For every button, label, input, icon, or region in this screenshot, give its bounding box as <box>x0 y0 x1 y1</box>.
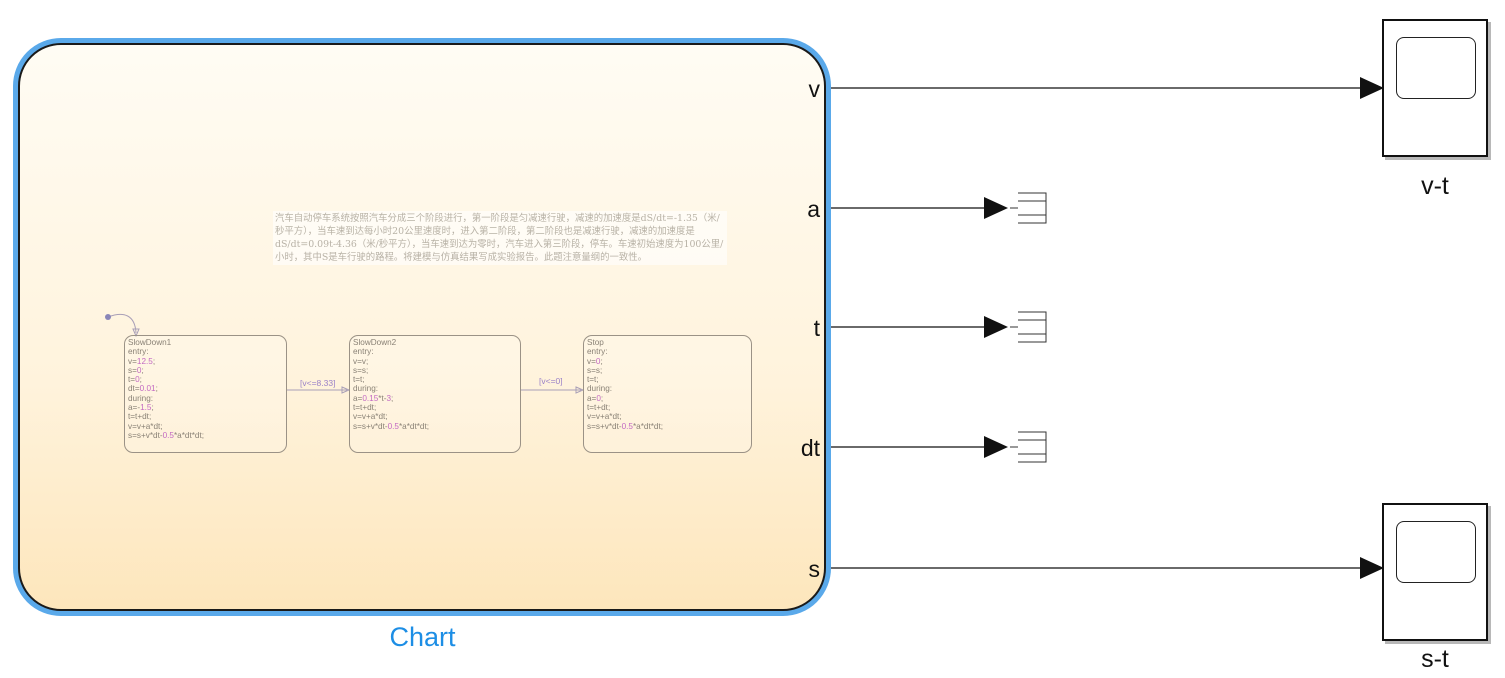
chart-block-title[interactable]: Chart <box>389 622 456 652</box>
state-name: Stop <box>587 338 604 347</box>
state-name: SlowDown2 <box>353 338 397 347</box>
arrow-a <box>984 197 1008 219</box>
state-action-line: entry: <box>128 347 149 357</box>
state-action-line: a=-1.5; <box>128 403 154 413</box>
state-action-line: s=s+v*dt-0.5*a*dt*dt; <box>128 430 205 440</box>
state-action-line: t=0; <box>128 375 142 385</box>
scope-screen-icon <box>1396 521 1476 583</box>
state-transitions <box>105 313 585 394</box>
terminator-dt[interactable] <box>1010 431 1047 463</box>
state-action-line: s=s; <box>353 365 369 375</box>
state-action-line: s=0; <box>128 365 144 375</box>
state-action-line: t=t; <box>353 375 365 385</box>
output-port-s[interactable]: s <box>808 556 821 582</box>
transition-label-1[interactable]: [v<=8.33] <box>300 378 336 388</box>
scope-vt-label[interactable]: v-t <box>1421 172 1449 200</box>
state-action-line: dt=0.01; <box>128 384 158 394</box>
state-action-line: a=0.15*t-3; <box>353 393 394 403</box>
scope-screen-icon <box>1396 37 1476 99</box>
state-action-line: entry: <box>353 347 374 357</box>
chart-block-body[interactable]: 汽车自动停车系统按照汽车分成三个阶段进行，第一阶段是匀减速行驶，减速的加速度是d… <box>18 43 826 611</box>
scope-st-label[interactable]: s-t <box>1421 645 1449 673</box>
scope-st[interactable] <box>1382 503 1488 641</box>
state-action-line: during: <box>353 384 379 394</box>
arrow-v <box>1360 77 1384 99</box>
scope-vt[interactable] <box>1382 19 1488 157</box>
default-transition[interactable] <box>107 313 137 334</box>
state-action-line: during: <box>587 384 613 394</box>
output-port-t[interactable]: t <box>813 315 820 341</box>
terminator-t[interactable] <box>1010 311 1047 343</box>
output-port-dt[interactable]: dt <box>800 435 820 461</box>
state-action-line: v=v; <box>353 356 369 366</box>
default-transition-dot <box>105 314 111 320</box>
arrow-t <box>984 316 1008 338</box>
state-action-line: v=0; <box>587 356 603 366</box>
state-action-line: during: <box>128 393 154 403</box>
chart-description-note: 汽车自动停车系统按照汽车分成三个阶段进行，第一阶段是匀减速行驶，减速的加速度是d… <box>273 211 727 265</box>
state-action-line: s=s+v*dt-0.5*a*dt*dt; <box>587 421 664 431</box>
state-action-line: s=s+v*dt-0.5*a*dt*dt; <box>353 421 430 431</box>
terminator-a[interactable] <box>1010 192 1047 224</box>
chart-block[interactable]: 汽车自动停车系统按照汽车分成三个阶段进行，第一阶段是匀减速行驶，减速的加速度是d… <box>13 38 831 616</box>
state-action-line: t=t+dt; <box>587 403 611 413</box>
state-action-line: a=0; <box>587 393 604 403</box>
state-action-line: t=t+dt; <box>353 403 377 413</box>
transition-label-2[interactable]: [v<=0] <box>539 376 563 386</box>
output-port-a[interactable]: a <box>807 196 820 222</box>
state-action-line: v=12.5; <box>128 356 156 366</box>
state-name: SlowDown1 <box>128 338 172 347</box>
state-action-line: v=v+a*dt; <box>587 412 622 422</box>
state-action-line: t=t; <box>587 375 599 385</box>
arrow-s <box>1360 557 1384 579</box>
state-action-line: s=s; <box>587 365 603 375</box>
state-action-line: v=v+a*dt; <box>353 412 388 422</box>
state-action-line: t=t+dt; <box>128 412 152 422</box>
output-port-v[interactable]: v <box>808 76 821 102</box>
state-action-line: entry: <box>587 347 608 357</box>
state-action-line: v=v+a*dt; <box>128 421 163 431</box>
arrow-dt <box>984 436 1008 458</box>
